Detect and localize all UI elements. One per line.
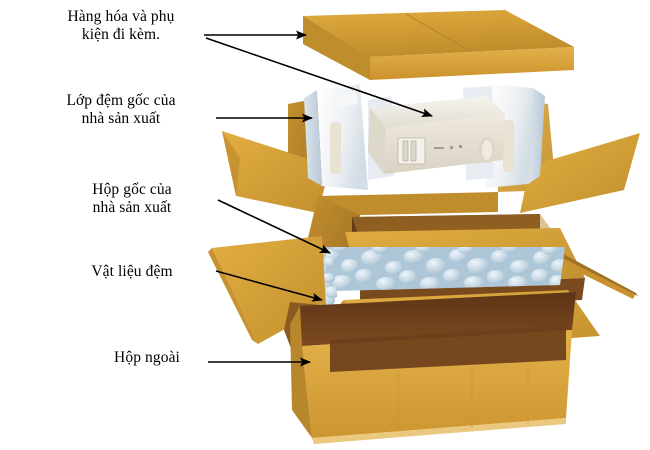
arrow-cushion — [215, 270, 323, 302]
inner-box — [222, 96, 640, 308]
label-goods-and-accessories: Hàng hóa và phụ kiện đi kèm. — [67, 8, 175, 44]
product-device — [304, 84, 545, 190]
label-outer-box: Hộp ngoài — [114, 349, 180, 366]
label-manufacturer-box: Hộp gốc của nhà sản xuất — [92, 181, 172, 217]
label-manufacturer-foam: Lớp đệm gốc của nhà sản xuất — [66, 92, 176, 128]
outer-box — [208, 236, 600, 444]
arrow-goods-to-device — [205, 37, 433, 117]
label-cushioning-material: Vật liệu đệm — [91, 263, 173, 280]
arrow-innerbox — [217, 199, 331, 254]
outer-lid — [303, 10, 574, 80]
